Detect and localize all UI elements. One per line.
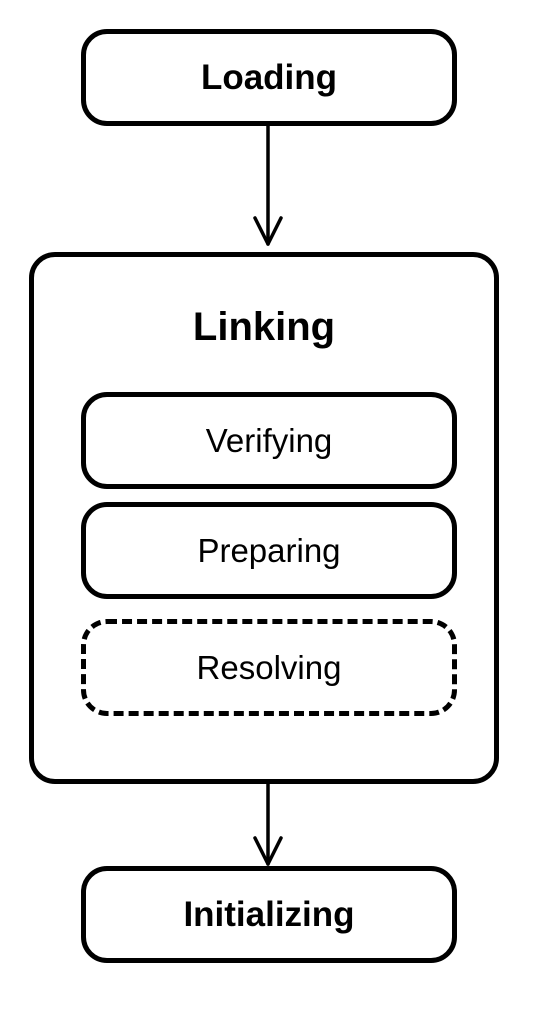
arrow-linking-to-initializing — [253, 782, 283, 866]
stage-loading: Loading — [81, 29, 457, 126]
substep-verifying: Verifying — [81, 392, 457, 489]
stage-loading-label: Loading — [200, 57, 338, 97]
stage-linking-label: Linking — [192, 305, 336, 349]
substep-preparing-label: Preparing — [197, 531, 341, 569]
substep-preparing: Preparing — [81, 502, 457, 599]
arrow-loading-to-linking — [253, 124, 283, 246]
substep-resolving-label: Resolving — [196, 648, 342, 686]
stage-initializing-label: Initializing — [183, 894, 355, 934]
substep-resolving: Resolving — [81, 619, 457, 716]
substep-verifying-label: Verifying — [205, 421, 333, 459]
stage-initializing: Initializing — [81, 866, 457, 963]
